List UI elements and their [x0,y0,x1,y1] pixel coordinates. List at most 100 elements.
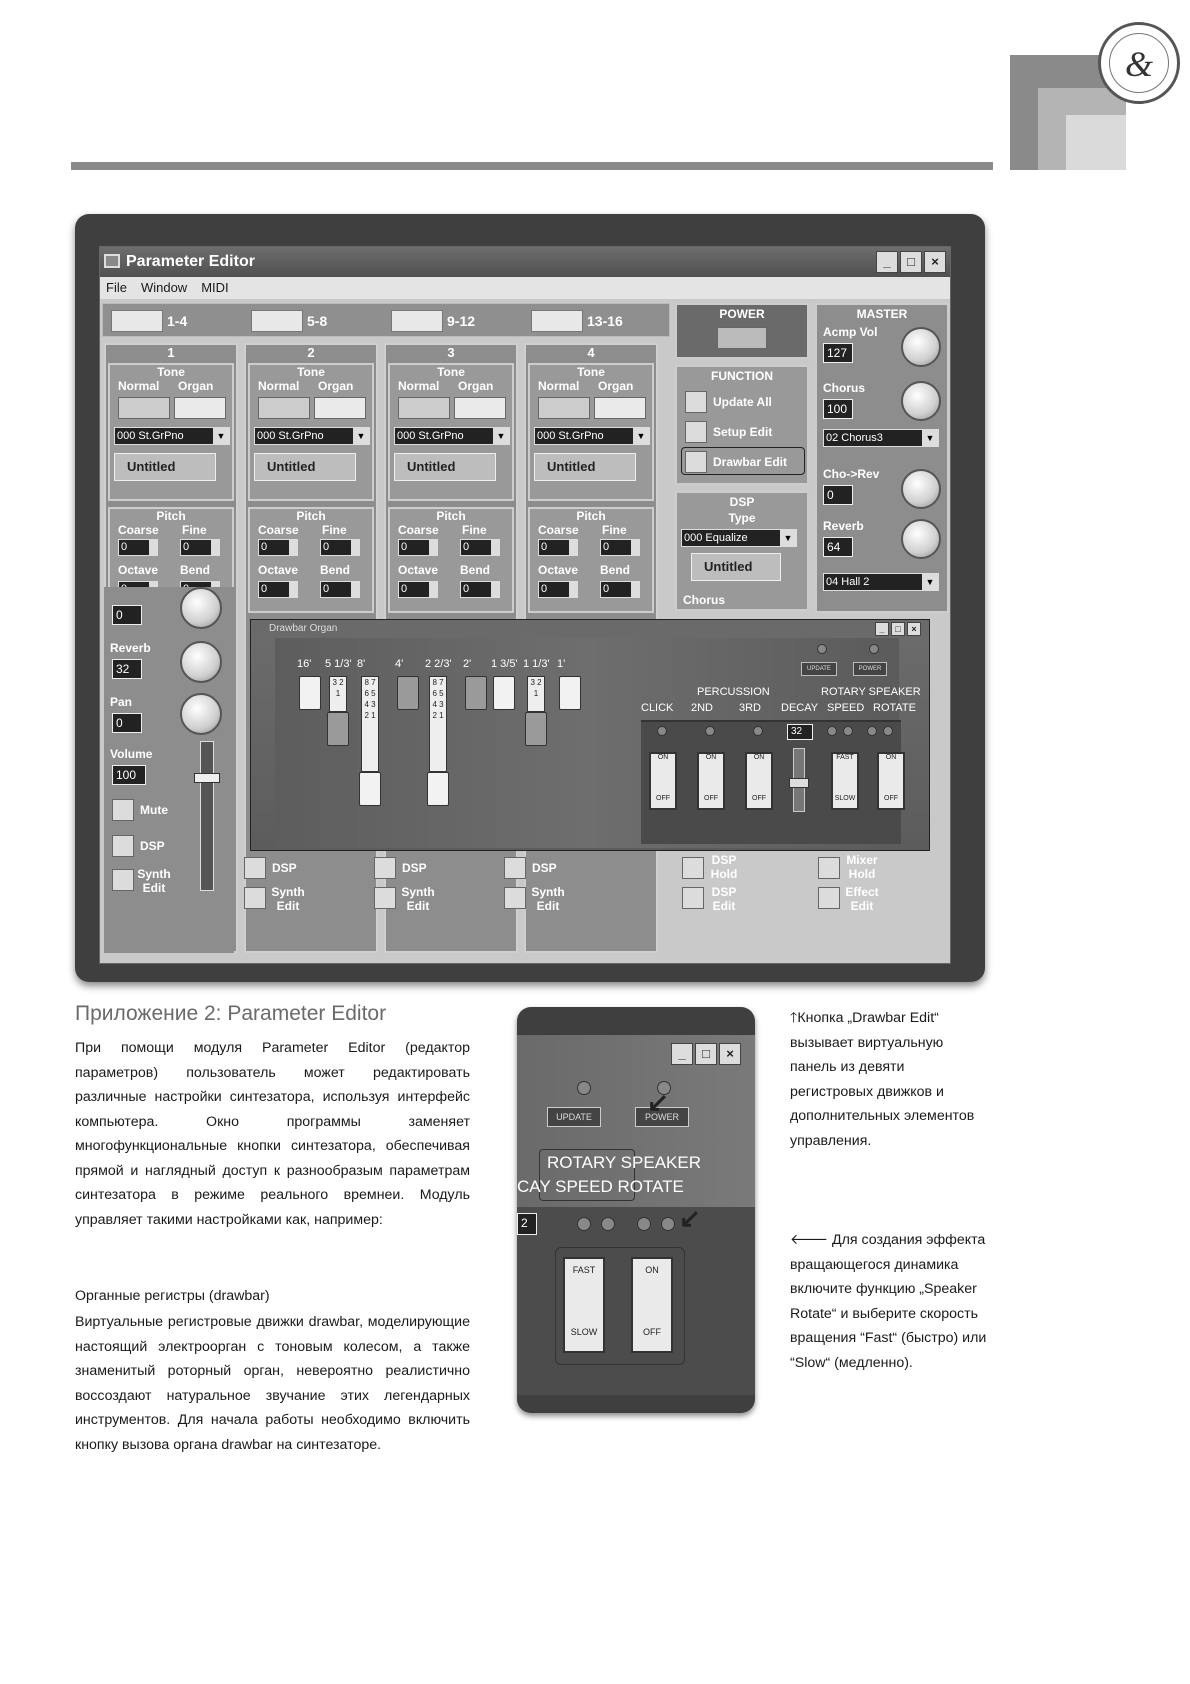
coarse-stepper[interactable]: 0 [258,539,298,556]
ch1-pan-knob[interactable] [180,693,222,735]
synth-edit-button[interactable] [504,887,526,909]
update-button[interactable]: UPDATE [801,662,837,676]
update-button[interactable]: UPDATE [547,1107,601,1127]
chorus-type-dropdown[interactable]: 02 Chorus3▼ [823,429,939,447]
synth-edit-button[interactable] [374,887,396,909]
menu-window[interactable]: Window [140,280,188,295]
mixer-hold-button[interactable] [818,857,840,879]
minimize-button[interactable]: _ [671,1043,693,1065]
update-all-button[interactable] [685,391,707,413]
coarse-stepper[interactable]: 0 [118,539,158,556]
fine-stepper[interactable]: 0 [600,539,640,556]
bend-stepper[interactable]: 0 [600,581,640,598]
drawbar-edit-button[interactable] [685,451,707,473]
normal-button[interactable] [538,397,590,419]
master-chorus-value[interactable]: 100 [823,399,853,419]
dsp-button[interactable] [244,857,266,879]
fine-stepper[interactable]: 0 [320,539,360,556]
drawbar-handle[interactable] [525,712,547,746]
fine-stepper[interactable]: 0 [460,539,500,556]
tone-name-field[interactable]: Untitled [534,453,636,481]
master-reverb-value[interactable]: 64 [823,537,853,557]
dsp-button[interactable] [112,835,134,857]
decay-value[interactable]: 32 [787,724,813,740]
normal-button[interactable] [398,397,450,419]
drawbar-handle[interactable] [327,712,349,746]
ch1-volume-fader[interactable] [200,741,214,891]
synth-edit-button[interactable] [244,887,266,909]
effect-edit-button[interactable] [818,887,840,909]
drawbar-handle[interactable] [493,676,515,710]
bend-stepper[interactable]: 0 [320,581,360,598]
maximize-button[interactable]: □ [891,622,905,636]
drawbar-slider[interactable]: 3 2 1 [527,676,545,712]
dsp-hold-button[interactable] [682,857,704,879]
drawbar-handle[interactable] [299,676,321,710]
dsp-type-dropdown[interactable]: 000 Equalize▼ [681,529,797,547]
close-button[interactable]: × [719,1043,741,1065]
organ-button[interactable] [594,397,646,419]
menu-file[interactable]: File [106,280,127,295]
drawbar-handle[interactable] [427,772,449,806]
drawbar-handle[interactable] [397,676,419,710]
cho-rev-knob[interactable] [901,469,941,509]
tone-name-field[interactable]: Untitled [114,453,216,481]
bank-button[interactable] [111,310,163,332]
drawbar-power-button[interactable]: POWER [853,662,887,676]
tone-preset-dropdown[interactable]: 000 St.GrPno▼ [394,427,510,445]
normal-button[interactable] [258,397,310,419]
power-button[interactable]: POWER [635,1107,689,1127]
master-reverb-knob[interactable] [901,519,941,559]
organ-button[interactable] [314,397,366,419]
dsp-button[interactable] [504,857,526,879]
synth-edit-button[interactable] [112,869,134,891]
menu-midi[interactable]: MIDI [201,280,229,295]
tone-preset-dropdown[interactable]: 000 St.GrPno▼ [254,427,370,445]
minimize-button[interactable]: _ [875,622,889,636]
tone-preset-dropdown[interactable]: 000 St.GrPno▼ [534,427,650,445]
reverb-type-dropdown[interactable]: 04 Hall 2▼ [823,573,939,591]
bend-stepper[interactable]: 0 [460,581,500,598]
bank-button[interactable] [531,310,583,332]
close-button[interactable]: × [924,251,946,273]
close-button[interactable]: × [907,622,921,636]
organ-button[interactable] [174,397,226,419]
tone-preset-dropdown[interactable]: 000 St.GrPno▼ [114,427,230,445]
drawbar-slider[interactable]: 8 7 6 5 4 3 2 1 [429,676,447,772]
drawbar-handle[interactable] [359,772,381,806]
mute-button[interactable] [112,799,134,821]
coarse-stepper[interactable]: 0 [398,539,438,556]
drawbar-slider[interactable]: 8 7 6 5 4 3 2 1 [361,676,379,772]
drawbar-handle[interactable] [465,676,487,710]
octave-stepper[interactable]: 0 [398,581,438,598]
power-button[interactable] [717,327,767,349]
ch1-volume-handle[interactable] [194,773,220,783]
dsp-button[interactable] [374,857,396,879]
bank-button[interactable] [391,310,443,332]
octave-stepper[interactable]: 0 [258,581,298,598]
minimize-button[interactable]: _ [876,251,898,273]
decay-handle[interactable] [789,778,809,788]
normal-button[interactable] [118,397,170,419]
ch1-pan-value[interactable]: 0 [112,713,142,733]
ch1-reverb-knob[interactable] [180,641,222,683]
dsp-name-field[interactable]: Untitled [691,553,781,581]
acmp-vol-knob[interactable] [901,327,941,367]
tone-name-field[interactable]: Untitled [254,453,356,481]
fine-stepper[interactable]: 0 [180,539,220,556]
organ-button[interactable] [454,397,506,419]
dsp-edit-button[interactable] [682,887,704,909]
ch1-chorus-value[interactable]: 0 [112,605,142,625]
maximize-button[interactable]: □ [900,251,922,273]
maximize-button[interactable]: □ [695,1043,717,1065]
bank-button[interactable] [251,310,303,332]
cho-rev-value[interactable]: 0 [823,485,853,505]
acmp-vol-value[interactable]: 127 [823,343,853,363]
drawbar-slider[interactable]: 3 2 1 [329,676,347,712]
